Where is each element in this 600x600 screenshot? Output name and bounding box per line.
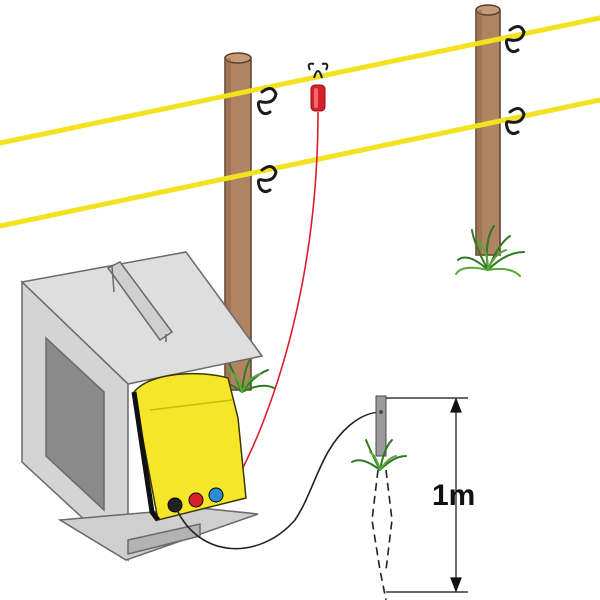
fence-post-right: [475, 4, 501, 256]
fence-wire-bottom: [0, 97, 600, 229]
earth-rod: [351, 395, 407, 600]
grass-tuft-earth: [351, 439, 407, 471]
earth-lead: [175, 411, 383, 550]
energiser-unit: [131, 372, 247, 522]
fence-wire-top: [0, 15, 600, 146]
energiser-housing: [20, 251, 264, 562]
wire-clamp-icon: [307, 62, 329, 112]
grass-tuft-right: [455, 225, 525, 277]
depth-label: 1m: [432, 479, 475, 512]
fence-wires: [0, 15, 600, 229]
terminal-red-icon: [188, 492, 204, 508]
insulator-icon: [504, 25, 526, 54]
terminal-black-icon: [167, 497, 183, 513]
insulators: [256, 25, 526, 194]
depth-dimension: [386, 397, 468, 593]
insulator-icon: [256, 165, 278, 194]
insulator-icon: [256, 87, 278, 116]
terminal-blue-icon: [208, 487, 224, 503]
insulator-icon: [504, 107, 526, 136]
